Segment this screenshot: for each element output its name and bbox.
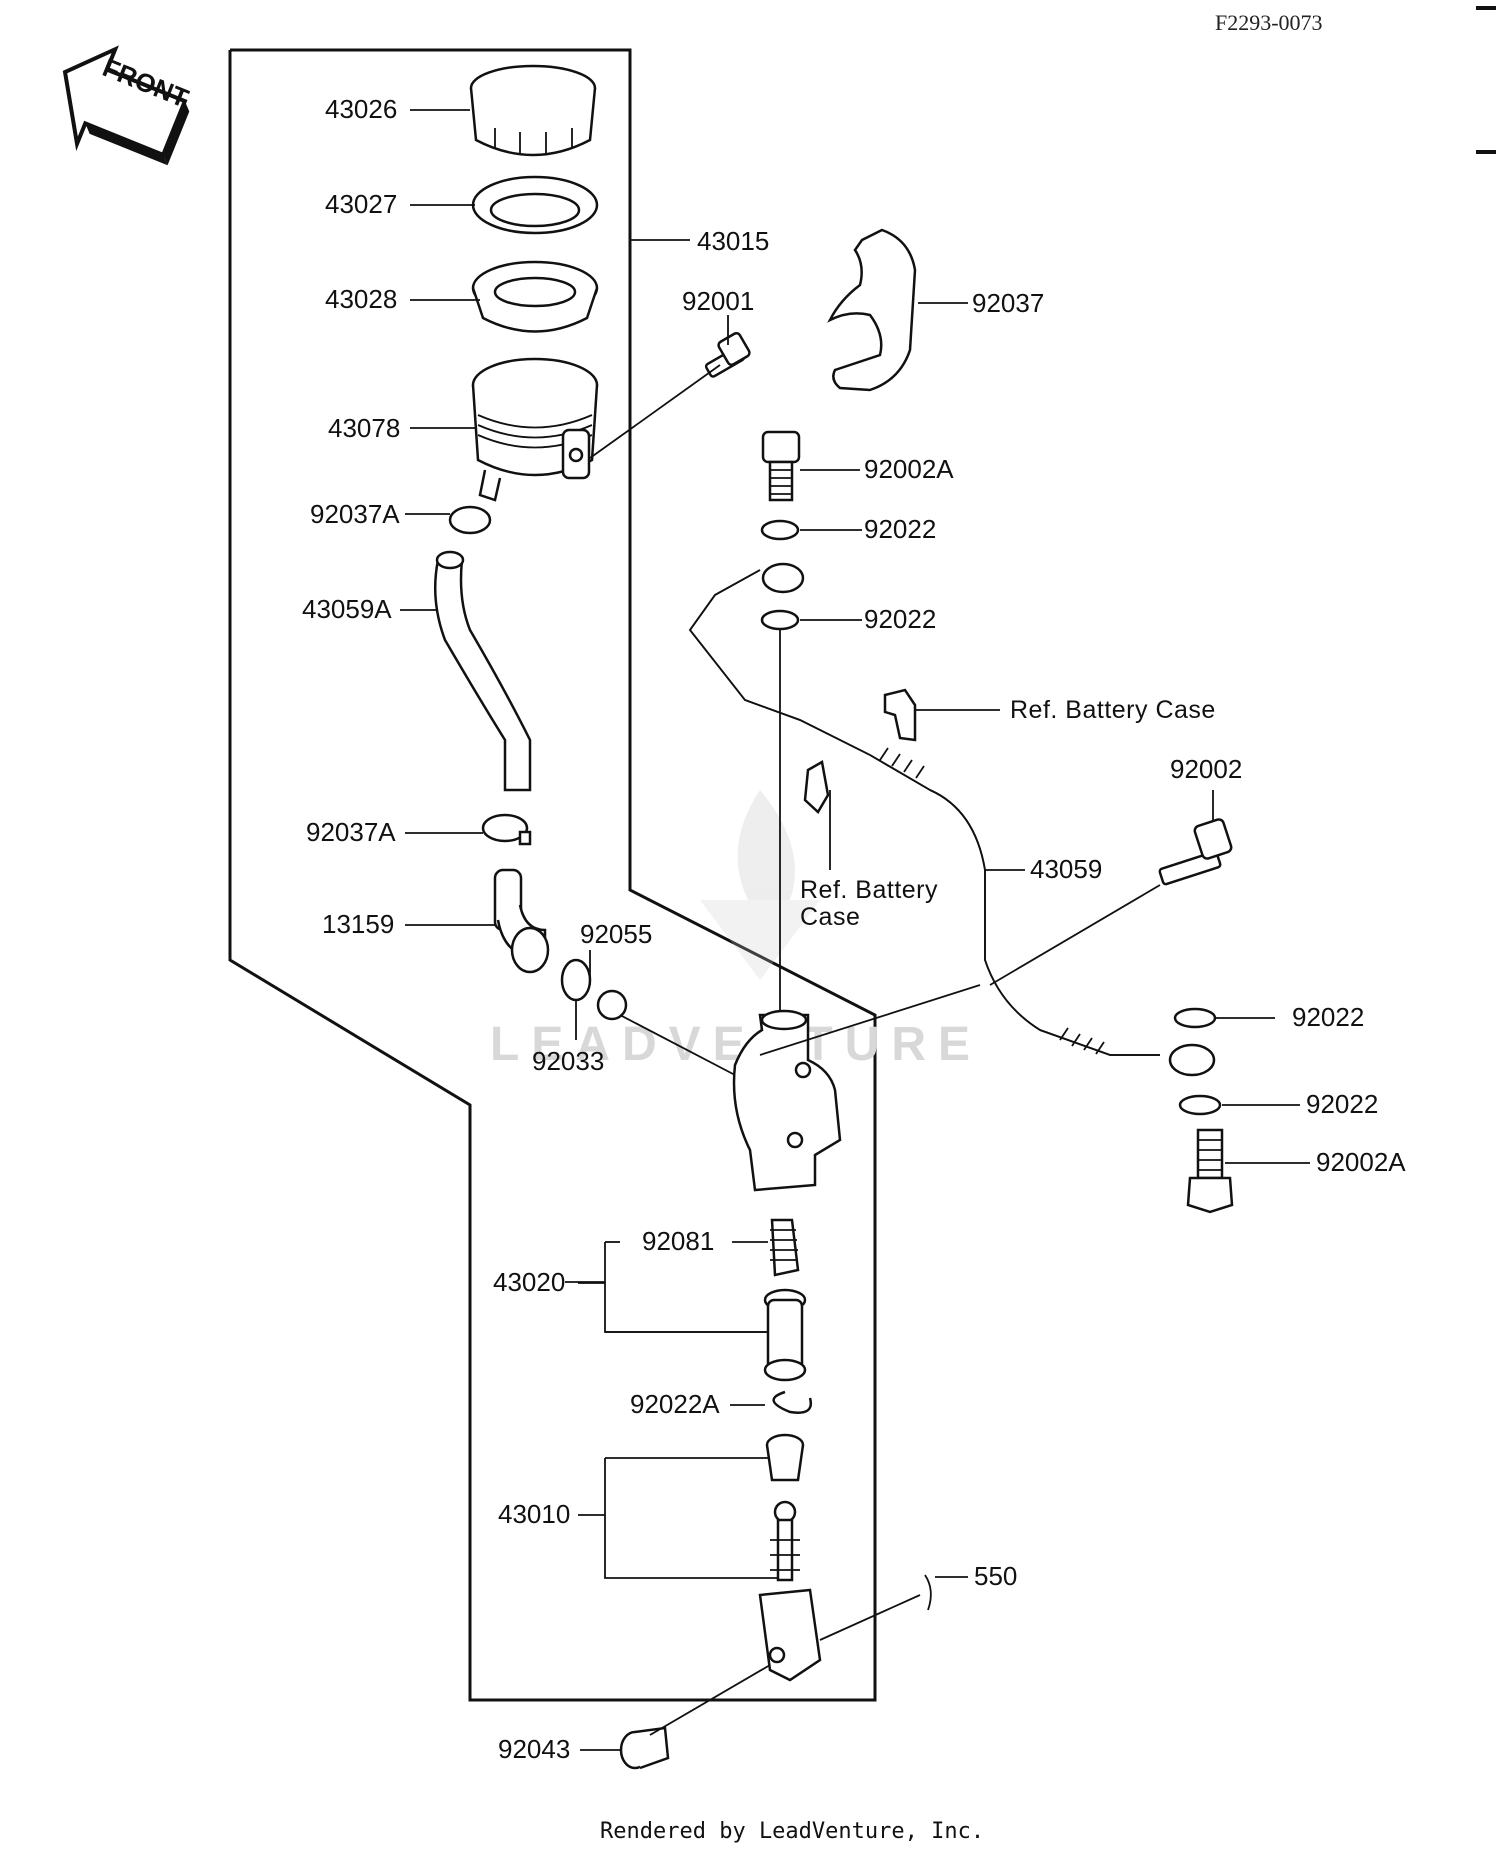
label-ref-battery-case-2a: Ref. Battery [800, 876, 938, 904]
label-92001: 92001 [682, 286, 754, 316]
label-ref-battery-case-2b: Case [800, 903, 860, 931]
washer-92022-b [760, 609, 800, 631]
label-ref-battery-case-1: Ref. Battery Case [1010, 696, 1216, 724]
label-92022-d: 92022 [1306, 1089, 1378, 1119]
label-43027: 43027 [325, 189, 397, 219]
piston-43020 [763, 1288, 807, 1382]
circlip-92033 [560, 958, 592, 1002]
label-92037A-top: 92037A [310, 499, 400, 529]
snap-ring-92022A [772, 1390, 813, 1414]
battery-case-clip-2 [803, 760, 830, 814]
label-43059A: 43059A [302, 594, 392, 624]
label-92022-c: 92022 [1292, 1002, 1364, 1032]
washer-92022-a [760, 519, 800, 541]
label-43059: 43059 [1030, 854, 1102, 884]
label-43010: 43010 [498, 1499, 570, 1529]
spring-92081 [770, 1218, 800, 1277]
label-550: 550 [974, 1561, 1017, 1591]
label-43020: 43020 [493, 1267, 565, 1297]
label-92043: 92043 [498, 1734, 570, 1764]
edge-mark-top [1476, 6, 1496, 10]
reservoir-43078 [471, 357, 599, 502]
label-92002A-bottom: 92002A [1316, 1147, 1406, 1177]
label-43015: 43015 [697, 226, 769, 256]
label-92022A: 92022A [630, 1389, 720, 1419]
master-cylinder-body [732, 1009, 842, 1192]
brake-hose-43059 [688, 562, 1216, 1077]
clevis-pin-92043 [619, 1726, 670, 1770]
diaphragm-43028 [471, 260, 599, 333]
reservoir-cap-43026 [469, 64, 597, 157]
bracket-92037 [827, 228, 917, 392]
front-arrow-icon [62, 45, 190, 166]
leader-lines [400, 109, 1310, 1751]
banjo-bolt-92002A-bottom [1186, 1128, 1234, 1214]
label-13159: 13159 [322, 909, 394, 939]
label-92081: 92081 [642, 1226, 714, 1256]
washer-92022-d [1178, 1094, 1222, 1116]
assembly-frame [228, 48, 877, 1702]
banjo-bolt-92002A-top [761, 430, 801, 502]
hose-clamp-92037A-bottom [481, 813, 532, 846]
label-92002A-top: 92002A [864, 454, 954, 484]
label-43028: 43028 [325, 284, 397, 314]
hose-elbow-13159 [493, 868, 550, 974]
label-92055: 92055 [580, 919, 652, 949]
label-92022-a: 92022 [864, 514, 936, 544]
hose-clamp-92037A-top [448, 505, 492, 535]
reservoir-hose-43059A [434, 550, 532, 792]
label-92002: 92002 [1170, 754, 1242, 784]
label-92037A-bottom: 92037A [306, 817, 396, 847]
footer-credit: Rendered by LeadVenture, Inc. [600, 1819, 984, 1844]
diaphragm-plate-43027 [471, 175, 599, 235]
bolt-92002 [1158, 818, 1233, 886]
label-92022-b: 92022 [864, 604, 936, 634]
cotter-pin-550 [924, 1574, 932, 1611]
o-ring-92055 [596, 989, 628, 1021]
watermark-text: LEADVENTURE [490, 1018, 982, 1071]
label-43026: 43026 [325, 94, 397, 124]
battery-case-clip-1 [883, 688, 917, 742]
washer-92022-c [1173, 1007, 1217, 1029]
label-92037: 92037 [972, 288, 1044, 318]
diagram-code: F2293-0073 [1215, 10, 1323, 35]
edge-mark-mid [1476, 150, 1496, 154]
label-92033: 92033 [532, 1046, 604, 1076]
label-43078: 43078 [328, 413, 400, 443]
push-rod-43010 [758, 1433, 822, 1682]
